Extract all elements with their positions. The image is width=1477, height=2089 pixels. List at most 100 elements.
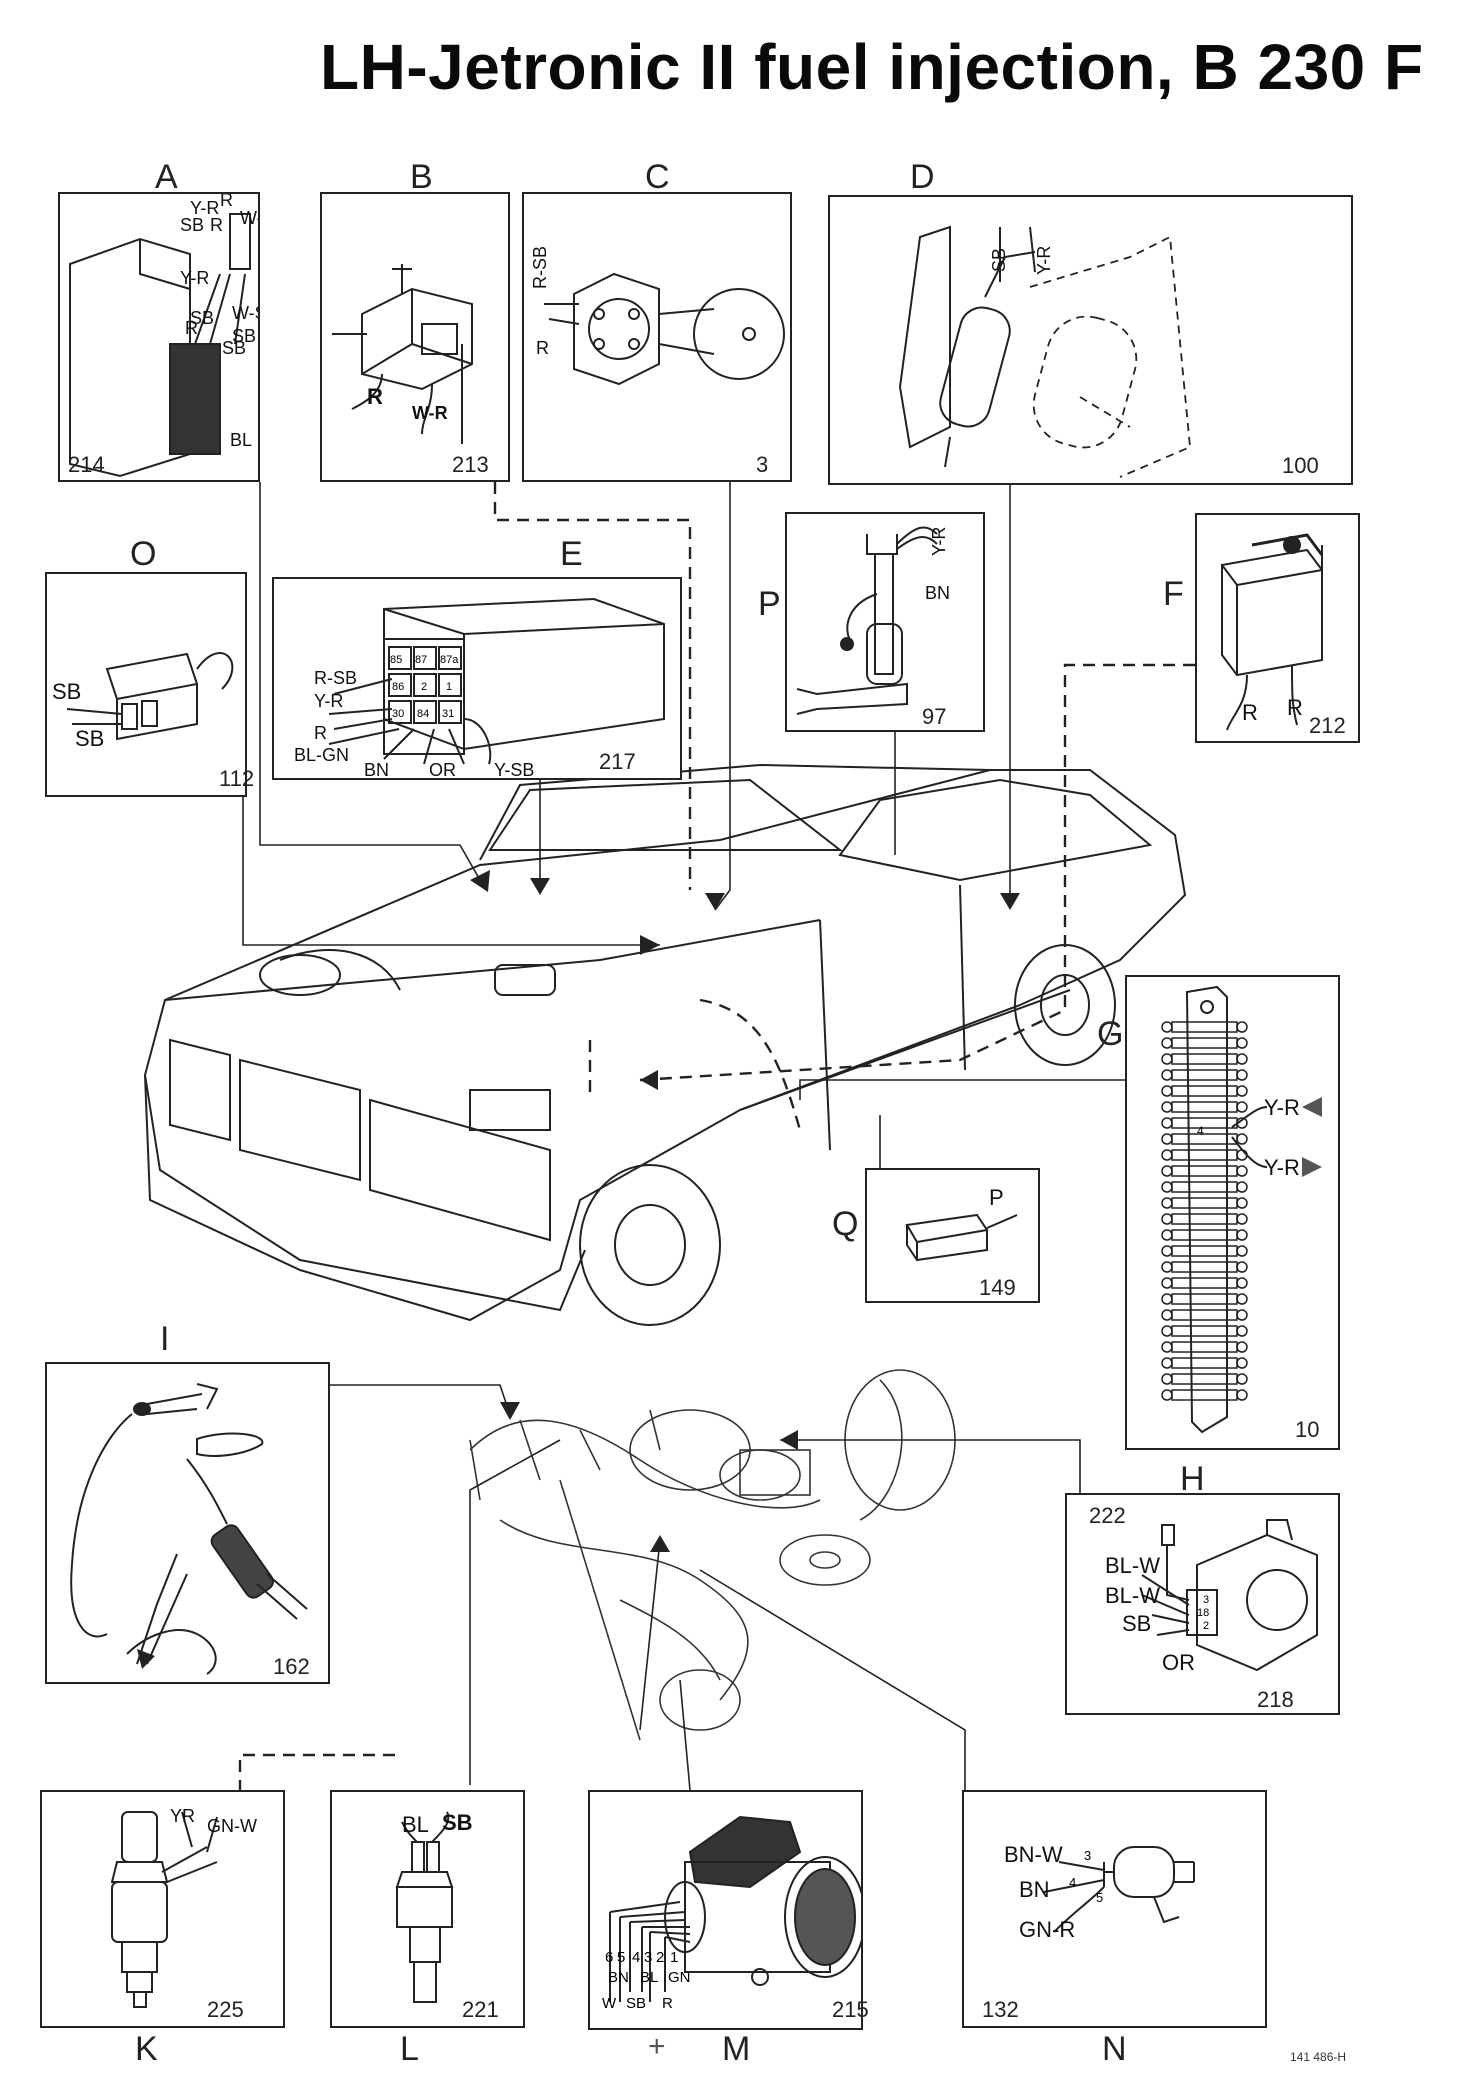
panel-k-injector: YR GN-W 225 (40, 1790, 285, 2028)
panel-k-wire-2: GN-W (207, 1816, 257, 1836)
fuse-terminal (1236, 1277, 1248, 1289)
panel-b-wire-2: W-R (412, 403, 448, 423)
relay-pin-2: 87 (415, 654, 427, 666)
panel-c-wire-1: R-SB (530, 246, 550, 289)
panel-a-wire-9: W-SB (232, 303, 258, 323)
panel-m-pin-6: 1 (670, 1949, 678, 1966)
ignition-switch-drawing: R-SB R (530, 246, 785, 386)
fuse-terminal (1236, 1053, 1248, 1065)
panel-m-pin-3: 4 (632, 1949, 640, 1966)
relay-pin-4: 86 (392, 681, 404, 693)
panel-h-number: 218 (1257, 1687, 1294, 1712)
panel-e-wire-4: BL-GN (294, 745, 349, 765)
panel-m-air-mass-meter: 6 5 4 3 2 1 BN BL GN W SB R 215 (588, 1790, 869, 2030)
fuse-terminal (1236, 1229, 1248, 1241)
panel-h-pin-1: 3 (1203, 1594, 1209, 1606)
panel-p-fuel-level-sender: Y-R BN 97 (785, 512, 985, 732)
fuse-terminal (1161, 1293, 1173, 1305)
panel-c-letter: C (645, 158, 670, 196)
panel-f-letter: F (1163, 575, 1184, 613)
air-cleaner (259, 954, 341, 996)
fuse-terminal (1161, 1133, 1173, 1145)
panel-m-pin-2: 5 (617, 1949, 625, 1966)
panel-c-wire-2: R (536, 338, 549, 358)
panel-n-pin-1: 3 (1084, 1848, 1091, 1863)
panel-p-wire-2: BN (925, 583, 950, 603)
panel-g-letter: G (1097, 1015, 1124, 1053)
panel-f-number: 212 (1309, 713, 1346, 738)
panel-i-oxygen-sensor: 162 (45, 1362, 330, 1684)
panel-a-wire-6: Y-R (180, 268, 209, 288)
panel-g-wire-1: Y-R (1264, 1095, 1300, 1120)
fuse-terminal (1161, 1053, 1173, 1065)
panel-m-pin-4: 3 (644, 1949, 652, 1966)
fuse-terminal (1161, 1085, 1173, 1097)
fuse-terminal (1161, 1357, 1173, 1369)
panel-e-letter: E (560, 535, 583, 573)
fuse-terminal (1236, 1325, 1248, 1337)
panel-o-letter: O (130, 535, 157, 573)
fuse-terminal (1161, 1245, 1173, 1257)
panel-h-letter: H (1180, 1460, 1205, 1498)
panel-l-temp-sensor: BL SB 221 (330, 1790, 525, 2028)
leader-arrows (470, 870, 1020, 1552)
side-windows (838, 778, 1153, 882)
panel-m-wire-bottom-2: SB (626, 1995, 646, 2012)
fuse-terminal (1236, 1245, 1248, 1257)
panel-g-fuse-box: 4 Y-R Y-R 10 (1125, 975, 1340, 1450)
panel-a-wire-4: R (210, 215, 223, 235)
fuse-terminal (1161, 1213, 1173, 1225)
panel-i-letter: I (160, 1320, 170, 1358)
fuse-terminal (1236, 1309, 1248, 1321)
cold-start-valve-drawing: BN-W BN GN-R 3 4 5 (1004, 1842, 1195, 1942)
fuse-terminal (1161, 1261, 1173, 1273)
panel-n-wire-2: BN (1019, 1877, 1050, 1902)
panel-h-wire-4: OR (1162, 1650, 1195, 1675)
intake (494, 964, 556, 996)
fuse-terminal (1236, 1373, 1248, 1385)
fuse-box-drawing: 4 Y-R Y-R (1161, 985, 1322, 1434)
leader-lines (174, 482, 1125, 1791)
panel-a-wire-10: SB (232, 326, 256, 346)
panel-b-number: 213 (452, 452, 489, 477)
panel-l-wire-2: SB (442, 1810, 473, 1835)
fuse-terminal (1236, 1389, 1248, 1401)
fuse-terminal (1236, 1069, 1248, 1081)
relay-drawing: R R (1221, 533, 1324, 731)
panel-m-number: 215 (832, 1997, 869, 2022)
panel-l-number: 221 (462, 1997, 499, 2022)
fuse-terminal (1161, 1037, 1173, 1049)
headlight-left (169, 1038, 231, 1142)
panel-a-wire-5: W-SB (240, 208, 258, 228)
relay-pin-3: 87a (440, 654, 459, 666)
injector-drawing: YR GN-W (110, 1806, 257, 2008)
panel-m-pin-5: 2 (656, 1949, 664, 1966)
panel-n-pin-3: 5 (1096, 1890, 1103, 1905)
relay-pin-9: 31 (442, 708, 454, 720)
sill (739, 989, 1071, 1111)
panel-f-relay: R R 212 (1195, 513, 1360, 743)
panel-m-letter: M (722, 2030, 751, 2068)
fuse-terminal (1236, 1037, 1248, 1049)
panel-m-wire-bottom-3: R (662, 1995, 673, 2012)
crop-mark: + (648, 2030, 666, 2063)
fuse-terminal (1161, 1229, 1173, 1241)
panel-g-wire-2: Y-R (1264, 1155, 1300, 1180)
fuse-terminal (1236, 1357, 1248, 1369)
engine-bay-illustration (469, 1369, 956, 1741)
grille (239, 1058, 361, 1182)
panel-q-connector: P 149 (865, 1168, 1040, 1303)
panel-n-number: 132 (982, 1997, 1019, 2022)
fuse-terminal (1161, 1373, 1173, 1385)
panel-a-wire-12: BL (230, 430, 252, 450)
fuse-terminal (1236, 1133, 1248, 1145)
fuse-terminal (1236, 1165, 1248, 1177)
fuse-terminal (1161, 1197, 1173, 1209)
door-line-1 (819, 919, 831, 1151)
panel-d-wire-2: Y-R (1034, 246, 1054, 275)
car-body-outline (143, 769, 1187, 1322)
panel-p-number: 97 (922, 704, 947, 729)
oxygen-sensor-drawing (70, 1383, 308, 1675)
panel-e-number: 217 (599, 749, 636, 774)
panel-m-wire-top-2: BL (640, 1969, 658, 1986)
